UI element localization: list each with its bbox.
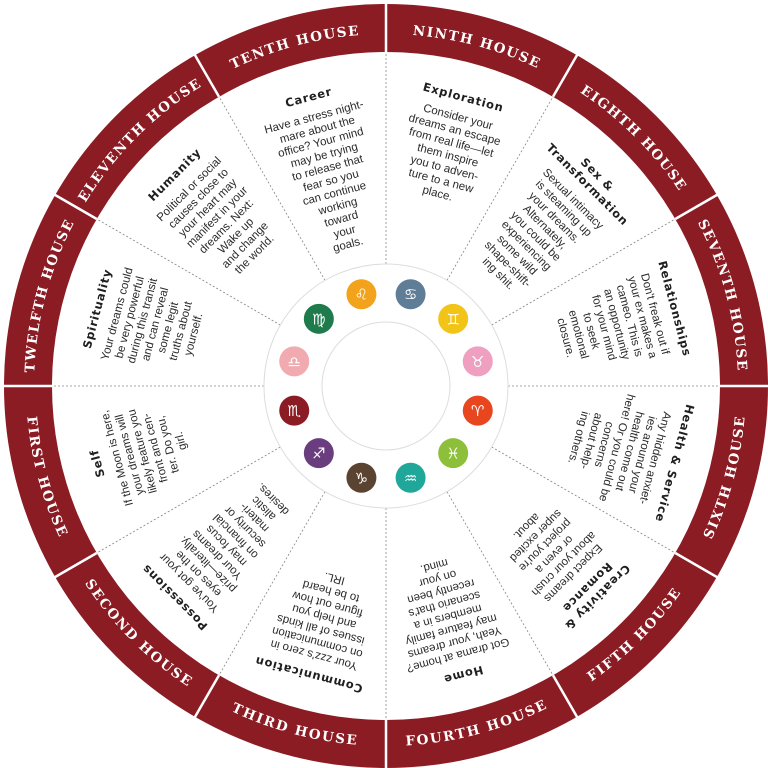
pisces-icon: ♓ (438, 438, 469, 469)
svg-text:♊: ♊ (446, 310, 459, 328)
svg-text:♑: ♑ (355, 469, 368, 487)
ring-divider (674, 551, 719, 579)
svg-text:♍: ♍ (312, 310, 325, 328)
ring-divider (551, 674, 579, 719)
ring-divider (193, 674, 221, 719)
segment-divider (218, 96, 326, 281)
ring-divider (53, 193, 98, 221)
icon-ring-outer (263, 263, 509, 509)
center-circle (321, 321, 451, 451)
segment-divider (446, 96, 554, 281)
sagittarius-icon: ♐ (303, 438, 334, 469)
taurus-icon: ♉ (462, 346, 493, 377)
svg-text:♋: ♋ (404, 286, 417, 304)
segment-divider (491, 446, 676, 554)
segment-divider (96, 446, 281, 554)
svg-text:♎: ♎ (288, 353, 301, 371)
libra-icon: ♎ (279, 346, 310, 377)
scorpio-icon: ♏ (279, 395, 310, 426)
zodiac-signs: ♌ ♋ ♊ ♉ ♈ ♓ ♒ ♑ ♐ ♏ ♎ ♍ (279, 279, 493, 493)
svg-text:♈: ♈ (471, 402, 484, 420)
aries-icon: ♈ (462, 395, 493, 426)
svg-text:♓: ♓ (446, 445, 459, 463)
svg-text:♒: ♒ (404, 469, 417, 487)
ring-divider (551, 53, 579, 98)
svg-text:♉: ♉ (471, 353, 484, 371)
svg-text:♌: ♌ (355, 286, 368, 304)
virgo-icon: ♍ (303, 303, 334, 334)
aquarius-icon: ♒ (395, 462, 426, 493)
segment-body-line: your (332, 223, 357, 240)
gemini-icon: ♊ (438, 303, 469, 334)
segment-divider (96, 218, 281, 326)
outer-ring (3, 3, 768, 768)
segment-divider (218, 491, 326, 676)
capricorn-icon: ♑ (346, 462, 377, 493)
ring-divider (193, 53, 221, 98)
segment-divider (446, 491, 554, 676)
cancer-icon: ♋ (395, 279, 426, 310)
segment-divider (491, 218, 676, 326)
segment-body-line: IRL. (323, 570, 346, 587)
svg-text:♐: ♐ (312, 445, 325, 463)
leo-icon: ♌ (346, 279, 377, 310)
svg-text:♏: ♏ (288, 402, 302, 420)
ring-divider (674, 193, 719, 221)
ring-divider (53, 551, 98, 579)
segment-body-line: girl. (173, 430, 189, 451)
